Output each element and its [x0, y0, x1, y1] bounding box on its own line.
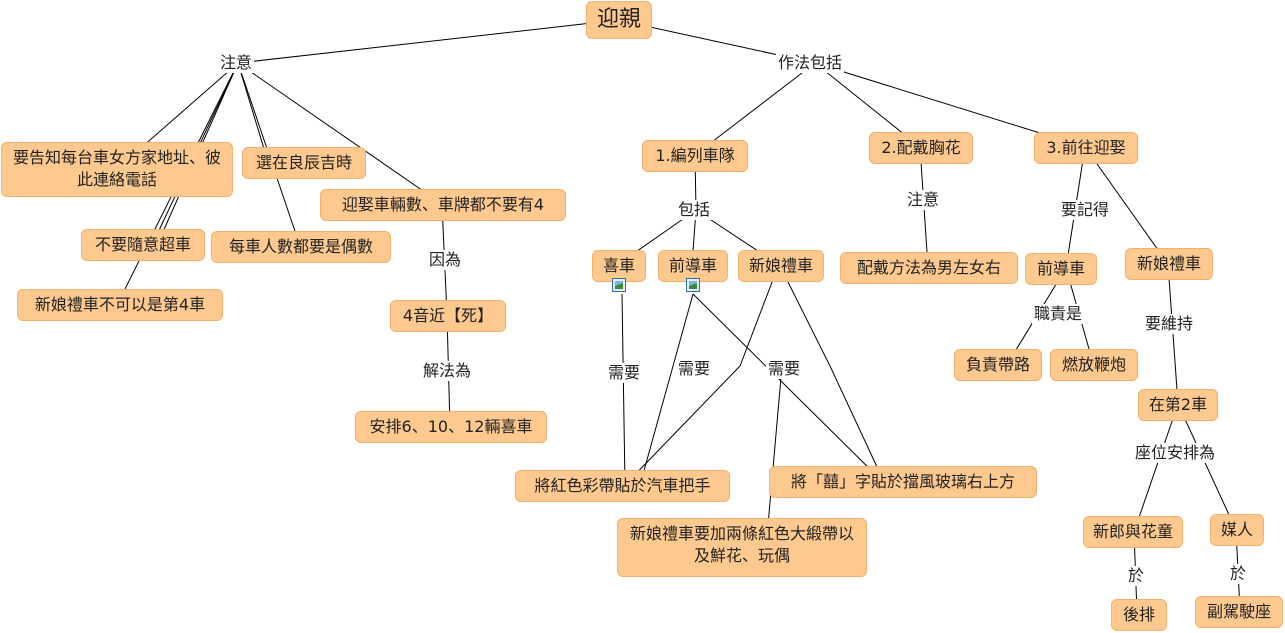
label-needs-1: 需要 [606, 363, 643, 383]
node-auspicious-time[interactable]: 選在良辰吉時 [242, 147, 366, 179]
node-matchmaker[interactable]: 媒人 [1210, 514, 1264, 546]
node-no-overtaking[interactable]: 不要隨意超車 [81, 229, 205, 261]
image-icon[interactable] [612, 278, 626, 292]
image-icon[interactable] [686, 278, 700, 292]
node-even-passengers[interactable]: 每車人數都要是偶數 [211, 231, 391, 263]
root-node[interactable]: 迎親 [586, 1, 653, 39]
node-wear-corsage[interactable]: 2.配戴胸花 [869, 132, 973, 164]
node-red-ribbon[interactable]: 將紅色彩帶貼於汽車把手 [515, 470, 730, 502]
node-back-row[interactable]: 後排 [1111, 599, 1167, 631]
label-seating: 座位安排為 [1133, 443, 1218, 463]
node-not-fourth-car[interactable]: 新娘禮車不可以是第4車 [17, 289, 223, 321]
branch-attention: 注意 [218, 53, 255, 73]
node-double-happiness[interactable]: 將「囍」字貼於擋風玻璃右上方 [769, 466, 1037, 498]
node-sounds-like-death[interactable]: 4音近【死】 [390, 300, 506, 332]
label-remember: 要記得 [1059, 200, 1112, 220]
label-because: 因為 [427, 250, 464, 270]
node-lead-car[interactable]: 前導車 [658, 250, 728, 282]
node-wedding-car[interactable]: 喜車 [592, 250, 646, 282]
node-avoid-four[interactable]: 迎娶車輛數、車牌都不要有4 [320, 189, 566, 221]
node-bridal-car-2[interactable]: 新娘禮車 [1125, 248, 1213, 280]
node-arrange-motorcade[interactable]: 1.編列車隊 [642, 140, 748, 172]
label-maintain: 要維持 [1143, 314, 1196, 334]
node-lead-way[interactable]: 負責帶路 [954, 349, 1042, 381]
node-firecrackers[interactable]: 燃放鞭炮 [1050, 349, 1138, 381]
node-lead-car-2[interactable]: 前導車 [1025, 253, 1097, 285]
node-arrange-cars[interactable]: 安排6、10、12輛喜車 [355, 411, 547, 443]
node-go-pickup[interactable]: 3.前往迎娶 [1034, 132, 1138, 164]
label-duty: 職責是 [1032, 304, 1085, 324]
node-bridal-car[interactable]: 新娘禮車 [738, 250, 824, 282]
node-second-car[interactable]: 在第2車 [1138, 389, 1218, 421]
label-solution: 解法為 [421, 361, 474, 381]
node-front-passenger[interactable]: 副駕駛座 [1195, 596, 1283, 628]
label-attention-2: 注意 [905, 190, 942, 210]
label-at-1: 於 [1126, 566, 1147, 586]
node-groom-flowerkids[interactable]: 新郎與花童 [1083, 516, 1183, 548]
label-needs-3: 需要 [766, 359, 803, 379]
branch-methods: 作法包括 [776, 53, 845, 73]
label-needs-2: 需要 [676, 359, 713, 379]
node-wearing-method[interactable]: 配戴方法為男左女右 [840, 252, 1018, 284]
label-includes: 包括 [676, 200, 713, 220]
node-notify-contacts[interactable]: 要告知每台車女方家地址、彼此連絡電話 [1, 142, 233, 197]
label-at-2: 於 [1228, 564, 1249, 584]
node-big-ribbons[interactable]: 新娘禮車要加兩條紅色大緞帶以及鮮花、玩偶 [617, 518, 867, 577]
